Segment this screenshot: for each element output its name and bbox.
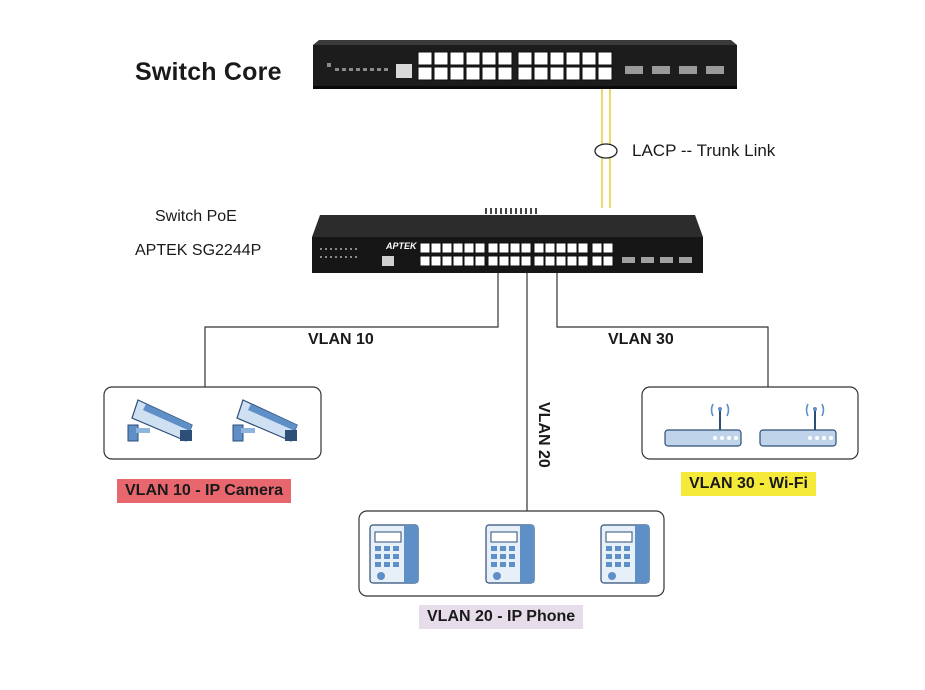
- lacp-label: LACP -- Trunk Link: [632, 141, 776, 160]
- vlan30-link: [556, 273, 769, 387]
- switch-core-device: [313, 40, 737, 89]
- lacp-ellipse: [594, 143, 618, 159]
- vlan20-phone-tag: VLAN 20 - IP Phone: [419, 605, 584, 629]
- poe-brand-logo: APTEK: [385, 241, 418, 251]
- core-sfp-ports: [625, 66, 724, 74]
- switch-poe-title: Switch PoE: [155, 208, 237, 225]
- camera-box: [103, 386, 322, 460]
- poe-sfp-ports: [622, 257, 692, 263]
- vlan20-line-label: VLAN 20: [535, 402, 552, 468]
- vlan10-link: [204, 273, 499, 387]
- vlan10-line-label: VLAN 10: [308, 331, 374, 348]
- vlan10-camera-tag: VLAN 10 - IP Camera: [117, 479, 291, 503]
- ip-phone-icon: [600, 524, 650, 584]
- wifi-box: [641, 386, 859, 460]
- switch-poe-device: [312, 208, 703, 273]
- vlan30-line-label: VLAN 30: [608, 331, 674, 348]
- ip-phone-icon: [369, 524, 419, 584]
- wifi-router-icon: [664, 403, 742, 447]
- vlan30-wifi-tag: VLAN 30 - Wi-Fi: [681, 472, 816, 496]
- switch-core-title: Switch Core: [135, 58, 282, 86]
- camera-icon: [127, 399, 193, 442]
- ip-phone-icon: [485, 524, 535, 584]
- camera-icon: [232, 399, 298, 442]
- switch-poe-model: APTEK SG2244P: [135, 242, 262, 259]
- core-port-grid: [417, 51, 613, 81]
- poe-port-grid: [419, 242, 614, 267]
- wifi-router-icon: [759, 403, 837, 447]
